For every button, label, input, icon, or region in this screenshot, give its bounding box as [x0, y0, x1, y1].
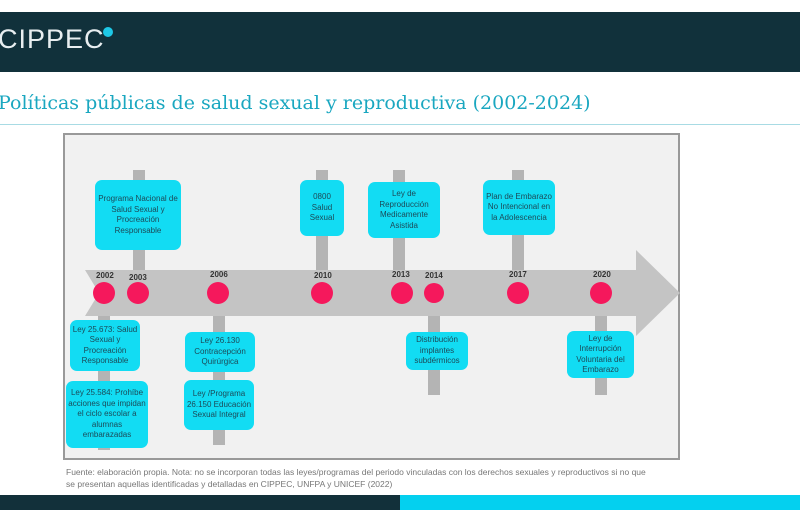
timeline-dot — [507, 282, 529, 304]
page-title: Políticas públicas de salud sexual y rep… — [0, 92, 591, 114]
year-label: 2017 — [509, 270, 527, 279]
event-box: Ley de Reproducción Medicamente Asistida — [368, 182, 440, 238]
footer-bar-dark — [0, 495, 400, 510]
event-box: 0800 Salud Sexual — [300, 180, 344, 236]
cippec-logo: CIPPEC — [0, 24, 105, 54]
event-box: Ley 26.130 Contracepción Quirúrgica — [185, 332, 255, 372]
event-box: Ley /Programa 26.150 Educación Sexual In… — [184, 380, 254, 430]
year-label: 2010 — [314, 271, 332, 280]
event-box: Ley de Interrupción Voluntaria del Embar… — [567, 331, 634, 378]
timeline-dot — [391, 282, 413, 304]
timeline-dot — [311, 282, 333, 304]
timeline-dot — [207, 282, 229, 304]
year-label: 2014 — [425, 271, 443, 280]
year-label: 2013 — [392, 270, 410, 279]
divider — [0, 124, 800, 125]
event-box: Ley 25.673: Salud Sexual y Procreación R… — [70, 320, 140, 371]
event-box: Distribución implantes subdérmicos — [406, 332, 468, 370]
timeline-dot — [590, 282, 612, 304]
timeline-dot — [127, 282, 149, 304]
footer-bar-cyan — [400, 495, 800, 510]
timeline-dot — [93, 282, 115, 304]
header-bar — [0, 12, 800, 72]
timeline-dot — [424, 283, 444, 303]
event-box: Ley 25.584: Prohíbe acciones que impidan… — [66, 381, 148, 448]
event-box: Plan de Embarazo No Intencional en la Ad… — [483, 180, 555, 235]
event-box: Programa Nacional de Salud Sexual y Proc… — [95, 180, 181, 250]
year-label: 2002 — [96, 271, 114, 280]
source-note: Fuente: elaboración propia. Nota: no se … — [66, 467, 646, 489]
year-label: 2003 — [129, 273, 147, 282]
year-label: 2006 — [210, 270, 228, 279]
year-label: 2020 — [593, 270, 611, 279]
logo-dot-icon — [103, 27, 113, 37]
